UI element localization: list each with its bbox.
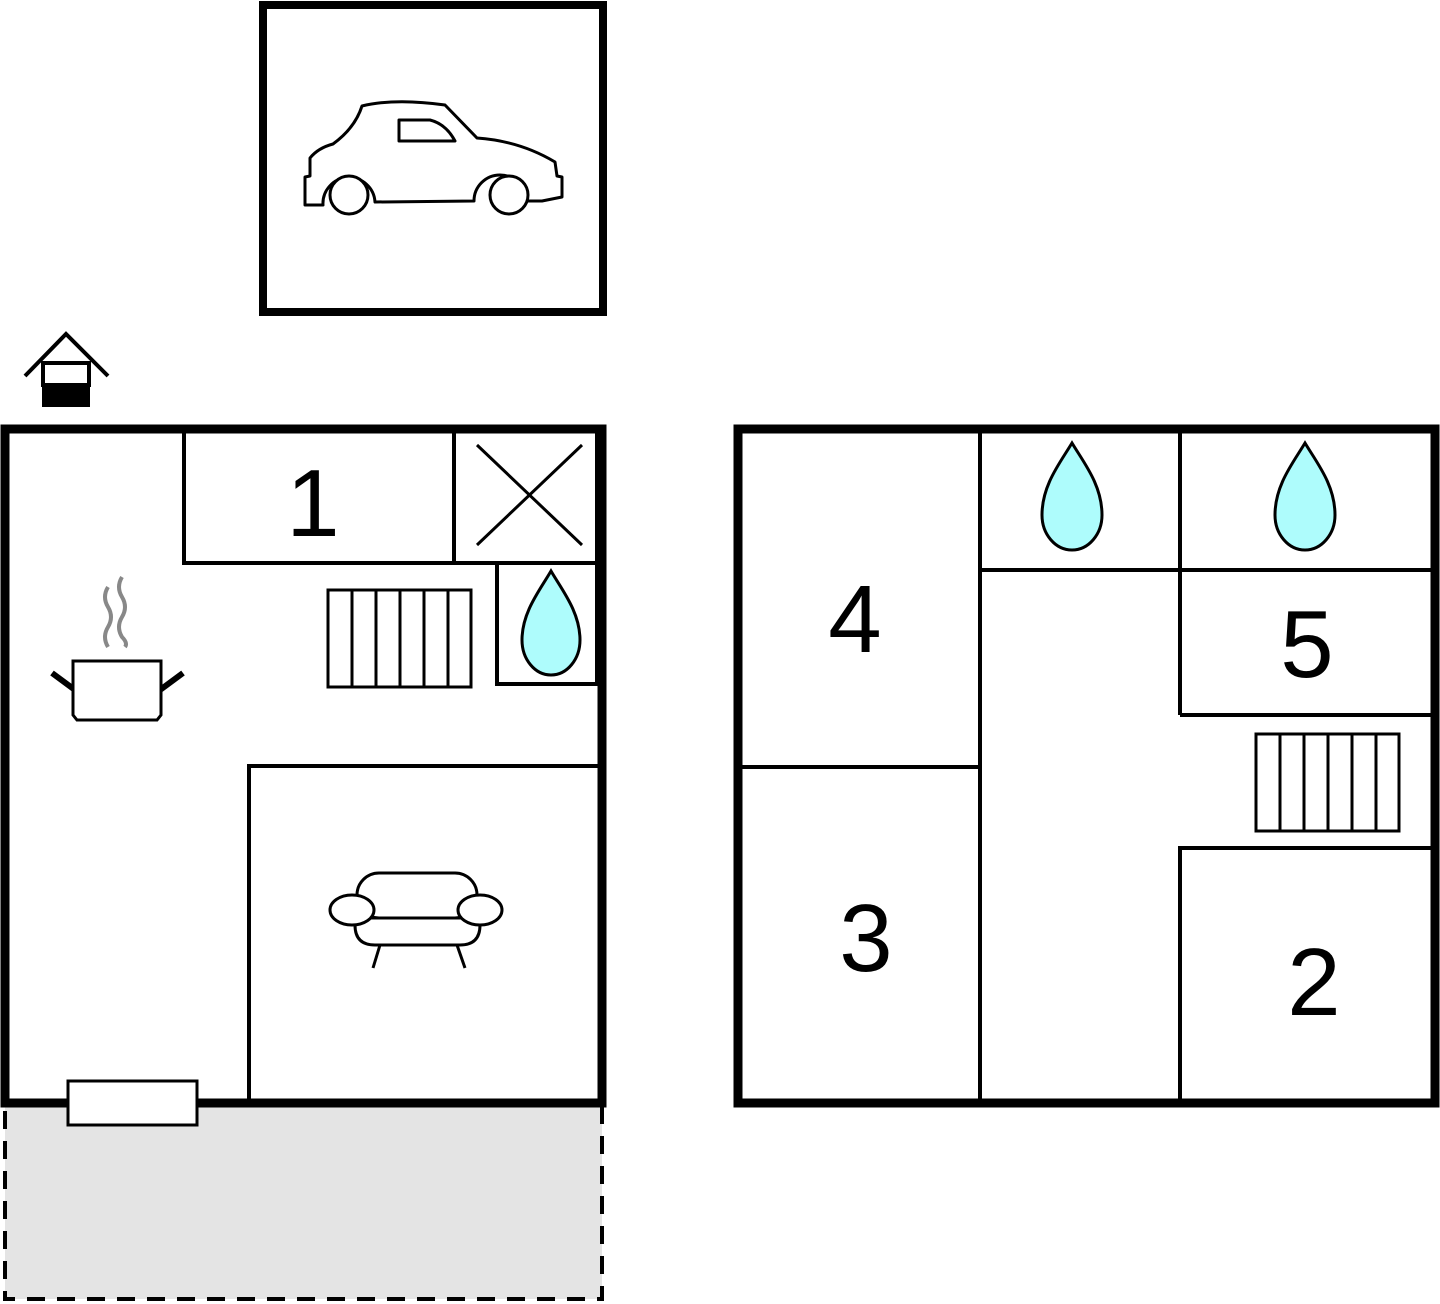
terrace [3,1101,604,1301]
room-5-label: 5 [1280,591,1333,698]
car-icon [303,100,564,216]
room-4-label: 4 [828,566,881,673]
room-3-label: 3 [839,885,892,992]
sofa-icon [328,871,504,969]
garage [259,1,607,316]
ground-floor: 1 [0,424,607,1301]
room-1-label: 1 [286,450,339,557]
water-drop-icon [520,568,582,677]
door-icon [66,1079,199,1127]
water-drop-icon [1273,440,1337,552]
stairs-icon [1254,732,1401,833]
toilet-icon [475,443,584,547]
stairs-icon [326,588,473,689]
cooking-pot-icon [50,575,185,722]
upper-floor: 4 3 5 2 [733,424,1440,1108]
room-2-label: 2 [1287,929,1340,1036]
house-entrance-icon [23,331,110,407]
water-drop-icon [1040,440,1104,552]
